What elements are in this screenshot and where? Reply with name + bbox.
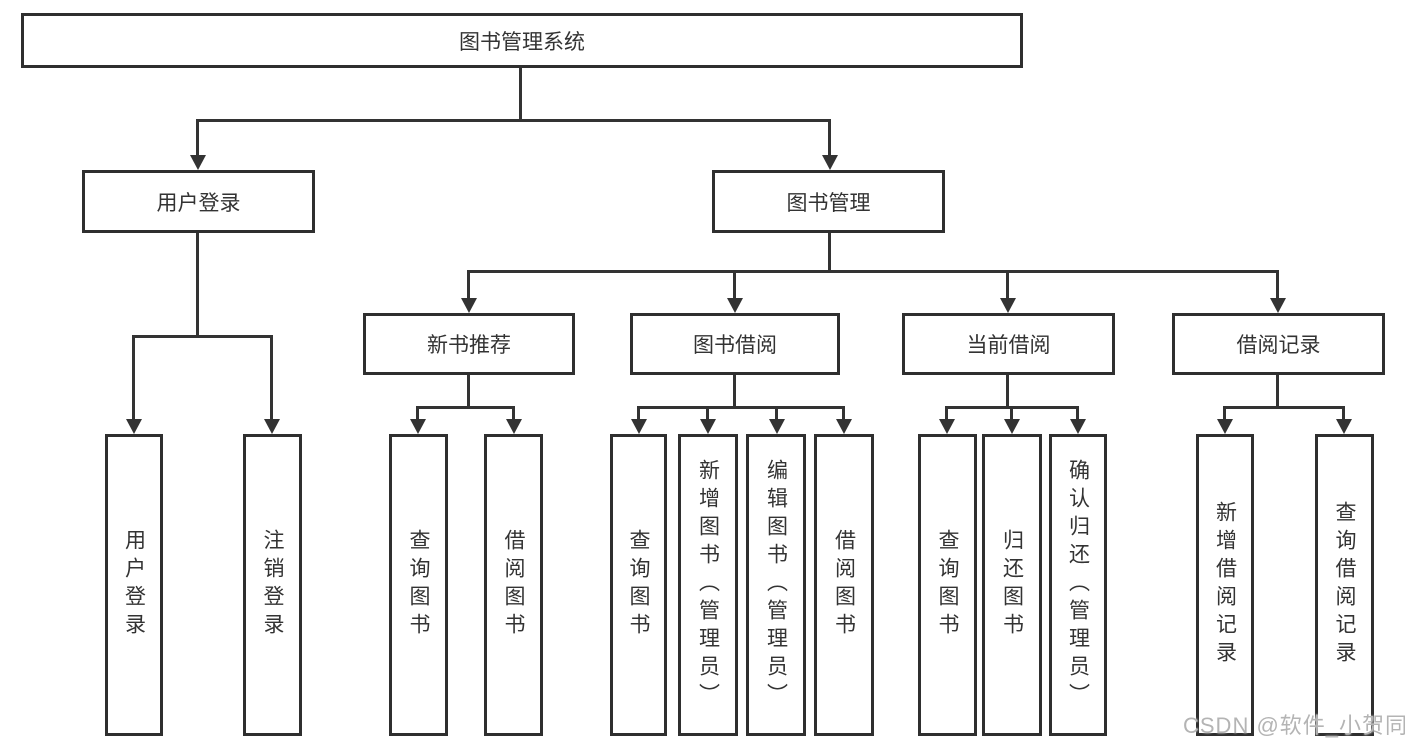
connector-leaf [1010, 406, 1013, 422]
connector-book-borrow-drop [733, 375, 736, 408]
leaf-borrow-books: 借阅图书 [814, 434, 874, 736]
connector-to-user-login [196, 119, 199, 157]
node-current-borrowing: 当前借阅 [902, 313, 1115, 375]
arrow-down-icon [700, 419, 716, 434]
arrow-down-icon [410, 419, 426, 434]
connector-to-leaf-logout [270, 335, 273, 421]
connector-user-login-bus [133, 335, 273, 338]
leaf-borrow-query-books-label: 查询图书 [627, 529, 650, 641]
arrow-down-icon [939, 419, 955, 434]
connector-leaf [842, 406, 845, 422]
node-root-label: 图书管理系统 [459, 30, 585, 54]
node-book-management-label: 图书管理 [786, 191, 871, 215]
node-borrowing-records-label: 借阅记录 [1236, 334, 1321, 357]
leaf-edit-book-admin-label: 编辑图书（管理员） [764, 459, 788, 711]
arrow-down-icon [461, 298, 477, 313]
csdn-watermark: CSDN @软件_小贺同学 [1183, 713, 1405, 738]
arrow-down-icon [1070, 419, 1086, 434]
connector-new-book-bus [417, 406, 515, 409]
connector-leaf [416, 406, 419, 422]
arrow-down-icon [836, 419, 852, 434]
node-new-book-recommend: 新书推荐 [363, 313, 575, 375]
leaf-current-query-books-label: 查询图书 [936, 529, 959, 641]
connector-book-borrow-bus [638, 406, 844, 409]
arrow-down-icon [822, 155, 838, 170]
node-user-login-label: 用户登录 [156, 191, 241, 215]
leaf-current-query-books: 查询图书 [918, 434, 977, 736]
node-new-book-recommend-label: 新书推荐 [427, 334, 511, 357]
connector-leaf [1076, 406, 1079, 422]
leaf-logout: 注销登录 [243, 434, 302, 736]
leaf-user-login: 用户登录 [105, 434, 163, 736]
leaf-newbook-query-books-label: 查询图书 [407, 529, 430, 641]
arrow-down-icon [727, 298, 743, 313]
node-book-management: 图书管理 [712, 170, 945, 233]
connector-leaf [945, 406, 948, 422]
leaf-user-login-label: 用户登录 [122, 529, 146, 641]
arrow-down-icon [631, 419, 647, 434]
leaf-borrow-query-books: 查询图书 [610, 434, 667, 736]
connector-leaf [512, 406, 515, 422]
connector-borrow-record-drop [1276, 375, 1279, 408]
node-user-login: 用户登录 [82, 170, 315, 233]
arrow-down-icon [1000, 298, 1016, 313]
node-book-borrowing: 图书借阅 [630, 313, 840, 375]
connector-root-drop [519, 68, 522, 121]
leaf-query-borrow-record: 查询借阅记录 [1315, 434, 1374, 736]
leaf-return-books-label: 归还图书 [1000, 529, 1024, 641]
node-root-library-system: 图书管理系统 [21, 13, 1023, 68]
connector-borrow-record-bus [1224, 406, 1344, 409]
arrow-down-icon [190, 155, 206, 170]
connector-level3-bus [468, 270, 1279, 273]
leaf-borrow-books-label: 借阅图书 [832, 529, 856, 641]
connector-to-borrow-record [1276, 270, 1279, 300]
arrow-down-icon [1336, 419, 1352, 434]
arrow-down-icon [506, 419, 522, 434]
arrow-down-icon [1004, 419, 1020, 434]
arrow-down-icon [1217, 419, 1233, 434]
connector-leaf [1223, 406, 1226, 422]
connector-new-book-drop [467, 375, 470, 408]
connector-book-mgmt-drop [828, 233, 831, 272]
arrow-down-icon [264, 419, 280, 434]
connector-to-book-borrow [733, 270, 736, 300]
leaf-confirm-return-admin-label: 确认归还（管理员） [1066, 459, 1090, 711]
arrow-down-icon [1270, 298, 1286, 313]
connector-to-book-mgmt [828, 119, 831, 157]
connector-level1-bus [197, 119, 831, 122]
leaf-add-borrow-record-label: 新增借阅记录 [1213, 501, 1237, 669]
connector-current-borrow-drop [1006, 375, 1009, 408]
connector-leaf [1342, 406, 1345, 422]
leaf-query-borrow-record-label: 查询借阅记录 [1333, 501, 1356, 669]
connector-to-leaf-login [132, 335, 135, 421]
leaf-newbook-query-books: 查询图书 [389, 434, 448, 736]
node-current-borrowing-label: 当前借阅 [966, 334, 1051, 357]
leaf-add-book-admin-label: 新增图书（管理员） [696, 459, 720, 711]
connector-leaf [775, 406, 778, 422]
leaf-add-borrow-record: 新增借阅记录 [1196, 434, 1254, 736]
leaf-add-book-admin: 新增图书（管理员） [678, 434, 738, 736]
connector-leaf [706, 406, 709, 422]
leaf-confirm-return-admin: 确认归还（管理员） [1049, 434, 1107, 736]
leaf-newbook-borrow-books: 借阅图书 [484, 434, 543, 736]
arrow-down-icon [126, 419, 142, 434]
connector-leaf [637, 406, 640, 422]
connector-to-current-borrow [1006, 270, 1009, 300]
leaf-newbook-borrow-books-label: 借阅图书 [502, 529, 525, 641]
node-borrowing-records: 借阅记录 [1172, 313, 1385, 375]
leaf-logout-label: 注销登录 [261, 529, 284, 641]
leaf-edit-book-admin: 编辑图书（管理员） [746, 434, 806, 736]
arrow-down-icon [769, 419, 785, 434]
node-book-borrowing-label: 图书借阅 [693, 334, 777, 357]
connector-to-new-book [467, 270, 470, 300]
leaf-return-books: 归还图书 [982, 434, 1042, 736]
connector-user-login-drop [196, 233, 199, 337]
